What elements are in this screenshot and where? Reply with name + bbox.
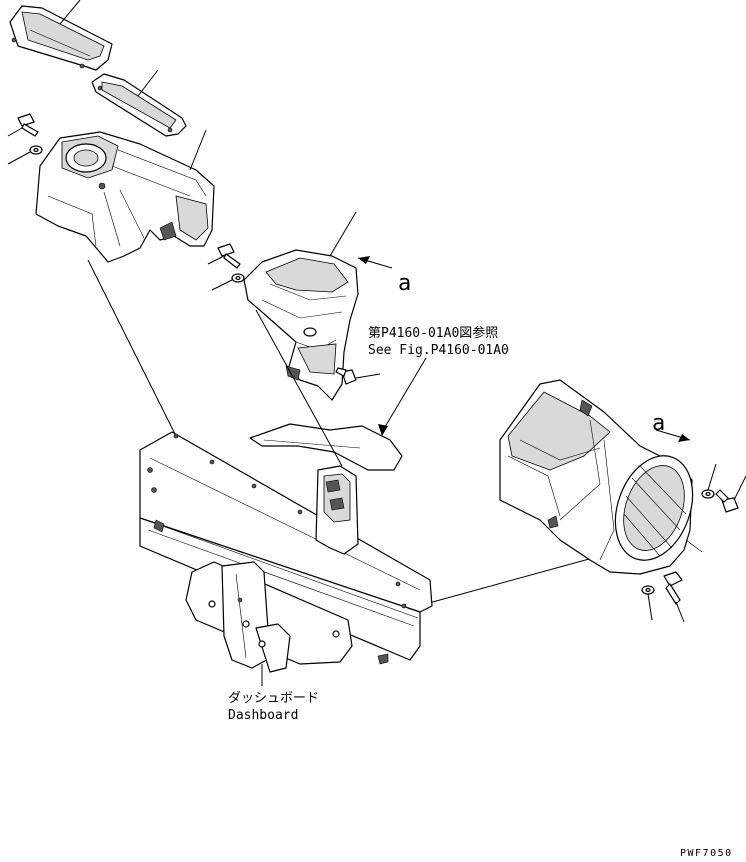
reference-jp: 第P4160-01A0図参照 xyxy=(368,325,498,341)
dashboard-label-jp: ダッシュボード xyxy=(228,691,319,706)
leader-line xyxy=(59,0,81,25)
reference-en: See Fig.P4160-01A0 xyxy=(368,343,509,358)
leader-line xyxy=(137,69,159,97)
washer-middle xyxy=(211,273,245,291)
floor-mat-piece xyxy=(249,423,403,471)
top-cover-strip-1 xyxy=(9,0,113,71)
center-duct xyxy=(243,211,359,401)
bolt-center xyxy=(335,367,381,385)
bolt-middle xyxy=(207,243,241,269)
leader-center-duct-to-dashboard xyxy=(255,309,343,467)
view-arrow-a-lower: a xyxy=(652,411,691,442)
dashboard-label-en: Dashboard xyxy=(228,708,298,723)
top-cover-strip-2 xyxy=(91,69,187,137)
view-arrow-a-upper: a xyxy=(357,256,411,296)
washer-right-lower xyxy=(641,585,655,621)
leader-right-duct-to-dashboard xyxy=(417,555,601,607)
leader-left-duct-to-dashboard xyxy=(87,259,177,437)
reference-note: 第P4160-01A0図参照 See Fig.P4160-01A0 xyxy=(368,325,509,436)
bolt-right-lower xyxy=(663,571,685,623)
outlet-leader xyxy=(685,539,703,553)
bolt-right-upper xyxy=(715,475,746,513)
right-duct-assembly xyxy=(499,379,694,575)
view-label-a-lower: a xyxy=(652,411,665,436)
view-label-a-upper: a xyxy=(398,271,411,296)
dashboard-panel xyxy=(139,431,433,673)
washer-right-upper xyxy=(701,463,717,499)
reference-leader xyxy=(381,357,427,433)
bolt-left xyxy=(7,113,39,137)
drawing-code: PWF7050 xyxy=(680,848,733,859)
left-duct-cover xyxy=(35,129,215,263)
dashboard-label: ダッシュボード Dashboard xyxy=(228,664,319,723)
washer-left xyxy=(7,145,43,165)
